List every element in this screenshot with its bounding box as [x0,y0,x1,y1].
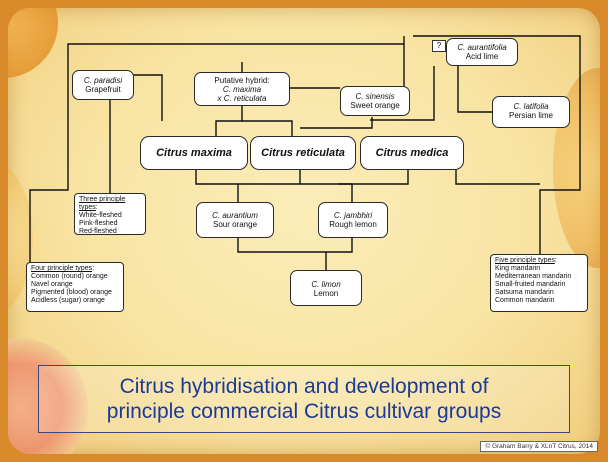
grapefruit-types-list: Three principle types: White-fleshed Pin… [74,193,146,235]
acid-lime-box: C. aurantifolia Acid lime [446,38,518,66]
list-item: Common (round) orange [31,273,108,280]
list-item: Pink-fleshed [79,220,118,227]
lemon-box: C. limon Lemon [290,270,362,306]
grapefruit-box: C. paradisi Grapefruit [72,70,134,100]
persian-lime-box: C. latifolia Persian lime [492,96,570,128]
persian-lime-sci-name: C. latifolia [513,102,549,111]
orange-fruit-decoration-top-left [8,8,58,78]
list-item: Acidless (sugar) orange [31,297,105,304]
slide-title-line-1: Citrus hybridisation and development of [119,375,489,398]
list-item: Pigmented (blood) orange [31,289,112,296]
lemon-sci-name: C. limon [311,280,341,289]
lemon-common-name: Lemon [313,289,339,298]
hybrid-label: Putative hybrid: [214,76,270,85]
orange-types-heading: Four principle types: [31,265,95,272]
sour-orange-box: C. aurantium Sour orange [196,202,274,238]
acid-lime-sci-name: C. aurantifolia [457,43,507,52]
copyright-notice: © Graham Barry & XLnT Citrus, 2014 [480,441,598,452]
sweet-orange-types-list: Four principle types: Common (round) ora… [26,262,124,312]
sweet-orange-sci-name: C. sinensis [355,92,395,101]
sour-orange-sci-name: C. aurantium [212,211,258,220]
persian-lime-common-name: Persian lime [508,111,553,120]
acid-lime-common-name: Acid lime [465,52,499,61]
hybrid-parent-reticulata: x C. reticulata [217,94,267,103]
citrus-medica-box: Citrus medica [360,136,464,170]
putative-hybrid-box: Putative hybrid: C. maxima x C. reticula… [194,72,290,106]
mandarin-types-list: Five principle types: King mandarin Medi… [490,254,588,312]
uncertain-parent-marker: ? [432,40,446,52]
citrus-reticulata-box: Citrus reticulata [250,136,356,170]
mandarin-types-heading: Five principle types: [495,257,557,264]
sweet-orange-common-name: Sweet orange [350,101,400,110]
rough-lemon-box: C. jambhiri Rough lemon [318,202,388,238]
list-item: White-fleshed [79,212,122,219]
slide-title-line-2: principle commercial Citrus cultivar gro… [106,400,502,423]
list-item: Satsuma mandarin [495,289,554,296]
list-item: Common mandarin [495,297,555,304]
rough-lemon-common-name: Rough lemon [329,220,377,229]
grapefruit-common-name: Grapefruit [85,85,121,94]
sweet-orange-box: C. sinensis Sweet orange [340,86,410,116]
grapefruit-sci-name: C. paradisi [83,76,123,85]
hybrid-parent-maxima: C. maxima [222,85,262,94]
citrus-maxima-box: Citrus maxima [140,136,248,170]
list-item: Navel orange [31,281,73,288]
sour-orange-common-name: Sour orange [212,220,258,229]
rough-lemon-sci-name: C. jambhiri [333,211,373,220]
list-item: King mandarin [495,265,541,272]
list-item: Small-fruited mandarin [495,281,566,288]
slide-title: Citrus hybridisation and development of … [38,365,570,433]
list-item: Mediterranean mandarin [495,273,572,280]
list-item: Red-fleshed [79,228,117,235]
grapefruit-types-heading: Three principle types: [79,196,126,211]
